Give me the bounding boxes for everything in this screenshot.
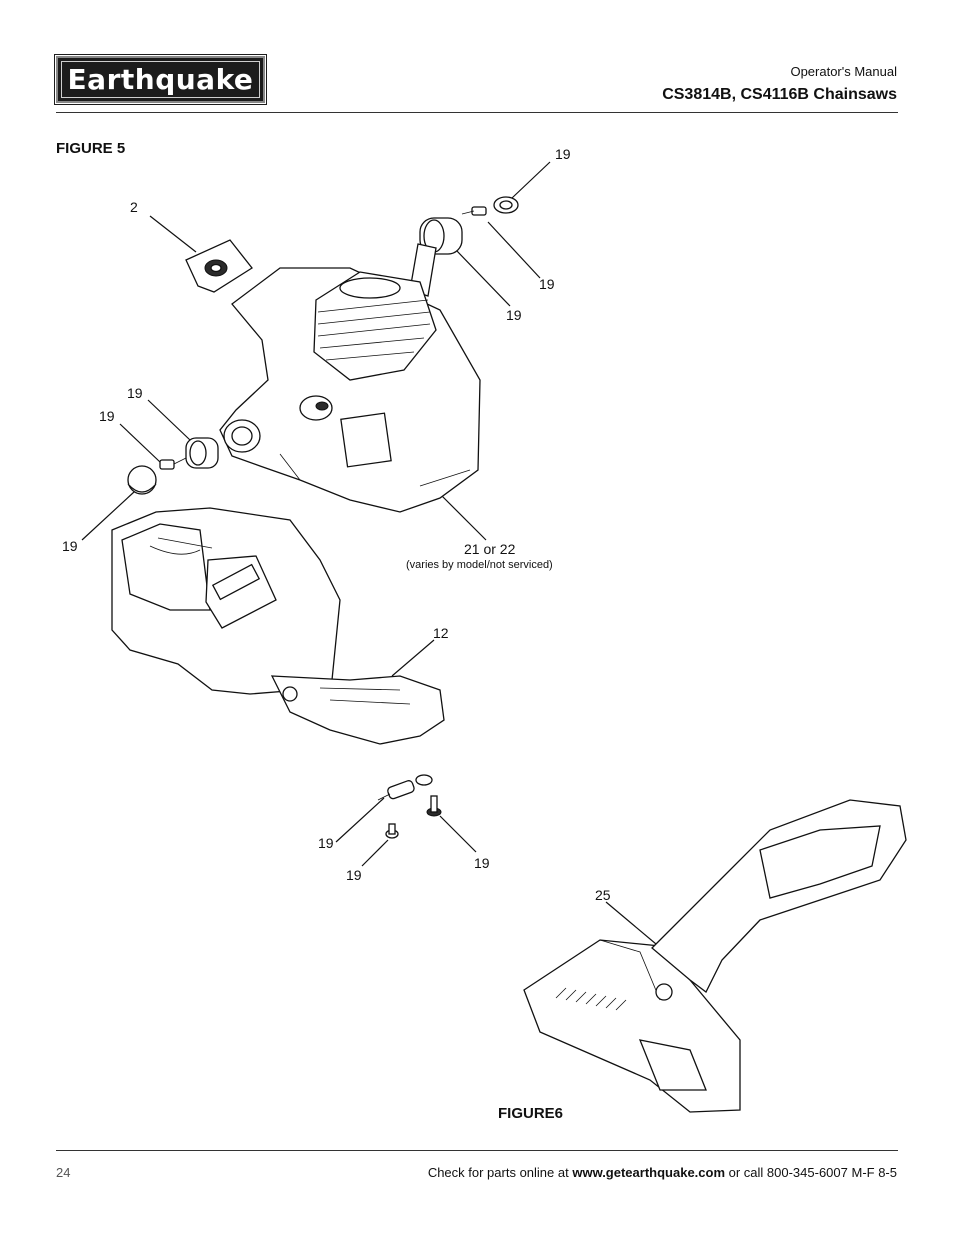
screw-19-left (159, 457, 187, 470)
callout-19-left-b: 19 (99, 408, 115, 424)
leader-lines (81, 161, 657, 945)
logo-text: Earthquake (67, 63, 254, 96)
cap-19-left (127, 465, 157, 495)
callout-19-bottom-b: 19 (346, 867, 362, 883)
page-number: 24 (56, 1165, 71, 1180)
callout-19-bottom-c: 19 (474, 855, 490, 871)
callout-19-right-b: 19 (506, 307, 522, 323)
footer-rule (56, 1150, 898, 1151)
washer-19-top (493, 196, 519, 214)
callout-25: 25 (595, 887, 611, 903)
callout-21-or-22: 21 or 22 (464, 541, 516, 557)
callout-19-top: 19 (555, 146, 571, 162)
figure-5-label: FIGURE 5 (56, 140, 126, 157)
callout-19-left-a: 19 (127, 385, 143, 401)
spring-19 (377, 774, 433, 801)
earthquake-logo: Earthquake (54, 54, 267, 105)
screw-19-bottom-right (426, 795, 442, 817)
footer-suffix: or call 800-345-6007 M-F 8-5 (725, 1165, 897, 1180)
model-title: CS3814B, CS4116B Chainsaws (662, 86, 897, 103)
engine-crankcase (219, 267, 481, 513)
callout-21-22-note: (varies by model/not serviced) (406, 559, 553, 571)
figure-6-label: FIGURE6 (498, 1105, 564, 1122)
av-mount-19 (409, 217, 463, 297)
callout-12: 12 (433, 625, 449, 641)
av-mount-19-left (185, 437, 219, 469)
pin-19-bottom-left (385, 823, 399, 839)
website-link[interactable]: www.getearthquake.com (572, 1165, 726, 1180)
front-handle-cover-25 (523, 799, 907, 1113)
callout-19-bottom-a: 19 (318, 835, 334, 851)
doc-type: Operator's Manual (790, 64, 897, 79)
callout-19-left-c: 19 (62, 538, 78, 554)
footer-contact: Check for parts online at www.getearthqu… (428, 1165, 897, 1180)
screw-19-top (461, 206, 487, 216)
rear-handle-fuel-tank (111, 507, 445, 745)
callout-19-right-a: 19 (539, 276, 555, 292)
logo-frame: Earthquake (61, 61, 260, 98)
header-rule (56, 112, 898, 113)
part-2-boot (185, 239, 253, 293)
footer-prefix: Check for parts online at (427, 1165, 573, 1180)
callout-2: 2 (130, 199, 138, 215)
